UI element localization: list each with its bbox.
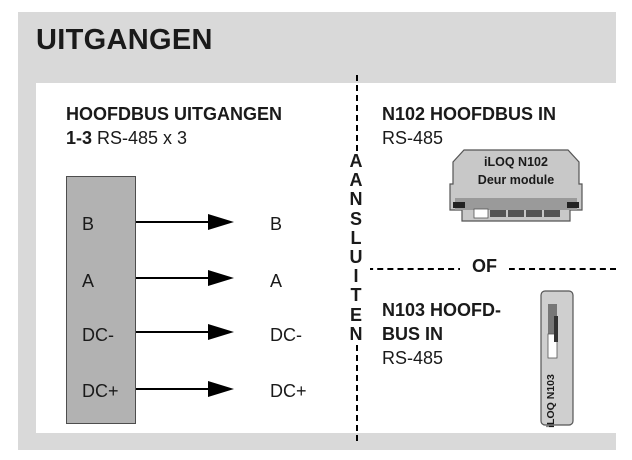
n103-sub: RS-485: [382, 348, 444, 368]
left-range-bold: 1-3: [66, 128, 93, 148]
output-label-b: B: [270, 214, 283, 234]
n103-device-label-1: iLOQ: [545, 402, 557, 428]
n103-heading-2: BUS IN: [382, 324, 444, 344]
n102-device-label-2: Deur module: [477, 173, 555, 187]
pin-label-a: A: [82, 271, 95, 291]
left-range: 1-3 RS-485 x 3: [66, 128, 187, 149]
vertical-letter: N: [349, 323, 363, 344]
n102-device-label-1: iLOQ N102: [484, 155, 548, 169]
vertical-connect-label: A A N S L U I T E N: [342, 151, 370, 345]
pin-label-b: B: [82, 214, 95, 234]
or-separator-label: OF: [460, 256, 509, 277]
output-label-dc-minus: DC-: [270, 325, 302, 345]
diagram-title: UITGANGEN: [36, 24, 213, 56]
n103-device-icon: [540, 290, 574, 426]
n103-device-label-2: N103: [545, 374, 557, 400]
left-range-rest: RS-485 x 3: [92, 128, 188, 148]
n102-sub: RS-485: [382, 128, 444, 148]
vertical-letter: A: [349, 151, 363, 171]
vertical-letter: T: [350, 285, 362, 306]
n103-heading-1: N103 HOOFD-: [382, 300, 502, 320]
vertical-letter: N: [349, 189, 363, 210]
pin-label-dc-plus: DC+: [82, 381, 119, 401]
vertical-letter: A: [349, 170, 363, 191]
left-heading: HOOFDBUS UITGANGEN: [66, 104, 282, 124]
arrowhead-b: [208, 214, 234, 230]
arrowhead-dc-minus: [208, 324, 234, 340]
vertical-letter: L: [350, 227, 362, 248]
vertical-letter: S: [349, 208, 362, 229]
output-label-a: A: [270, 271, 283, 291]
n103-device-label: iLOQ N103: [545, 351, 557, 451]
n102-device-icon: [449, 149, 583, 222]
output-label-dc-plus: DC+: [270, 381, 307, 401]
vertical-letter: I: [353, 266, 359, 287]
vertical-letter: E: [349, 304, 362, 325]
vertical-letter: U: [349, 247, 363, 268]
arrowhead-dc-plus: [208, 381, 234, 397]
pin-label-dc-minus: DC-: [82, 325, 114, 345]
arrowhead-a: [208, 270, 234, 286]
bus-terminal-block: [66, 176, 136, 424]
n102-heading: N102 HOOFDBUS IN: [382, 104, 557, 124]
